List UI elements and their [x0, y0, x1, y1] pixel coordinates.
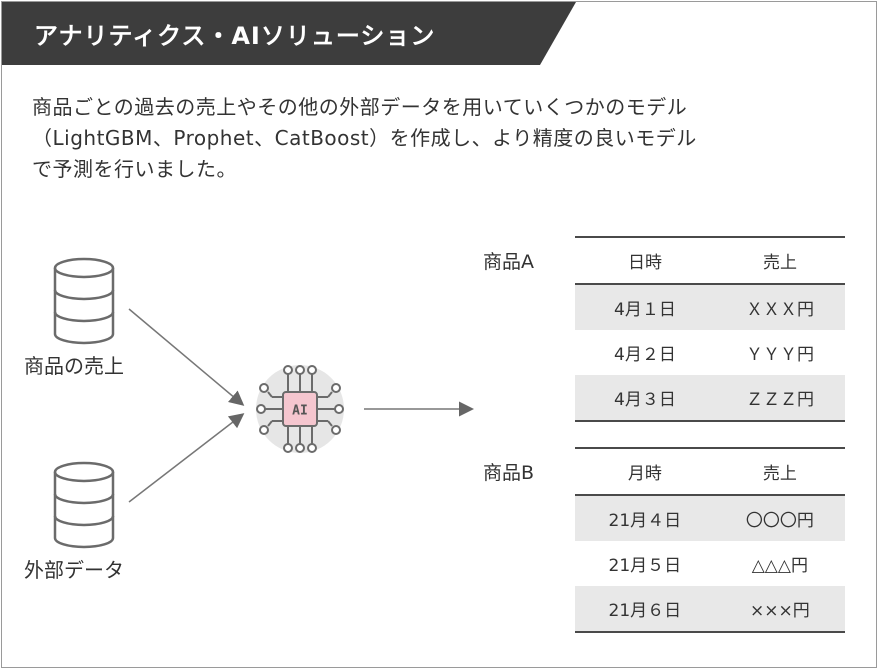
table-cell: 4月１日 [575, 284, 715, 330]
table-cell: 21月５日 [608, 556, 682, 576]
table-cell: 4月３日 [575, 375, 715, 422]
column-header: 売上 [714, 447, 845, 496]
sales-table: 日時 売上 4月１日 ＸＸＸ円 4月２日 ＹＹＹ円 4月３日 ＺＺＺ円 [575, 236, 845, 422]
table-cell: ＺＺＺ円 [714, 375, 845, 422]
column-header: 売上 [714, 236, 845, 285]
table-cell: ＸＸＸ円 [714, 284, 845, 330]
ai-chip-icon: AI [256, 365, 344, 453]
table-cell: 21月６日 [575, 586, 715, 633]
table-cell: △△△円 [751, 556, 808, 576]
table-row: 21月５日 △△△円 [575, 541, 845, 586]
table-cell: ×××円 [714, 586, 845, 633]
table-row: 4月１日 ＸＸＸ円 [575, 284, 845, 330]
description-line: （LightGBM、Prophet、CatBoost）を作成し、より精度の良いモ… [32, 126, 697, 150]
product-label: 商品A [483, 251, 534, 273]
database-icon [53, 257, 115, 345]
column-header: 月時 [575, 447, 715, 496]
column-header: 日時 [575, 236, 715, 285]
arrow-external-to-ai [128, 413, 245, 503]
source-label-sales: 商品の売上 [24, 354, 124, 378]
description: 商品ごとの過去の売上やその他の外部データを用いていくつかのモデル （LightG… [32, 92, 842, 185]
database-icon [53, 461, 115, 549]
title-banner [2, 2, 576, 65]
ai-chip-label: AI [292, 404, 308, 419]
table-row: 21月４日 〇〇〇円 [575, 495, 845, 541]
arrow-sales-to-ai [128, 308, 245, 406]
table-row: 4月３日 ＺＺＺ円 [575, 375, 845, 422]
sales-table: 月時 売上 21月４日 〇〇〇円 21月５日 △△△円 21月６日 ×××円 [575, 447, 845, 633]
description-line: 商品ごとの過去の売上やその他の外部データを用いていくつかのモデル [32, 95, 688, 119]
description-line: で予測を行いました。 [32, 157, 237, 181]
product-label: 商品B [483, 462, 535, 484]
table-cell: 4月２日 [614, 345, 676, 365]
table-header-row: 月時 売上 [575, 447, 845, 496]
table-cell: 〇〇〇円 [714, 495, 845, 541]
table-row: 21月６日 ×××円 [575, 586, 845, 633]
table-cell: 21月４日 [575, 495, 715, 541]
source-label-external: 外部データ [24, 558, 124, 582]
table-header-row: 日時 売上 [575, 236, 845, 285]
table-row: 4月２日 ＹＹＹ円 [575, 330, 845, 375]
page-title: アナリティクス・AIソリューション [34, 22, 436, 50]
table-cell: ＹＹＹ円 [745, 345, 814, 365]
